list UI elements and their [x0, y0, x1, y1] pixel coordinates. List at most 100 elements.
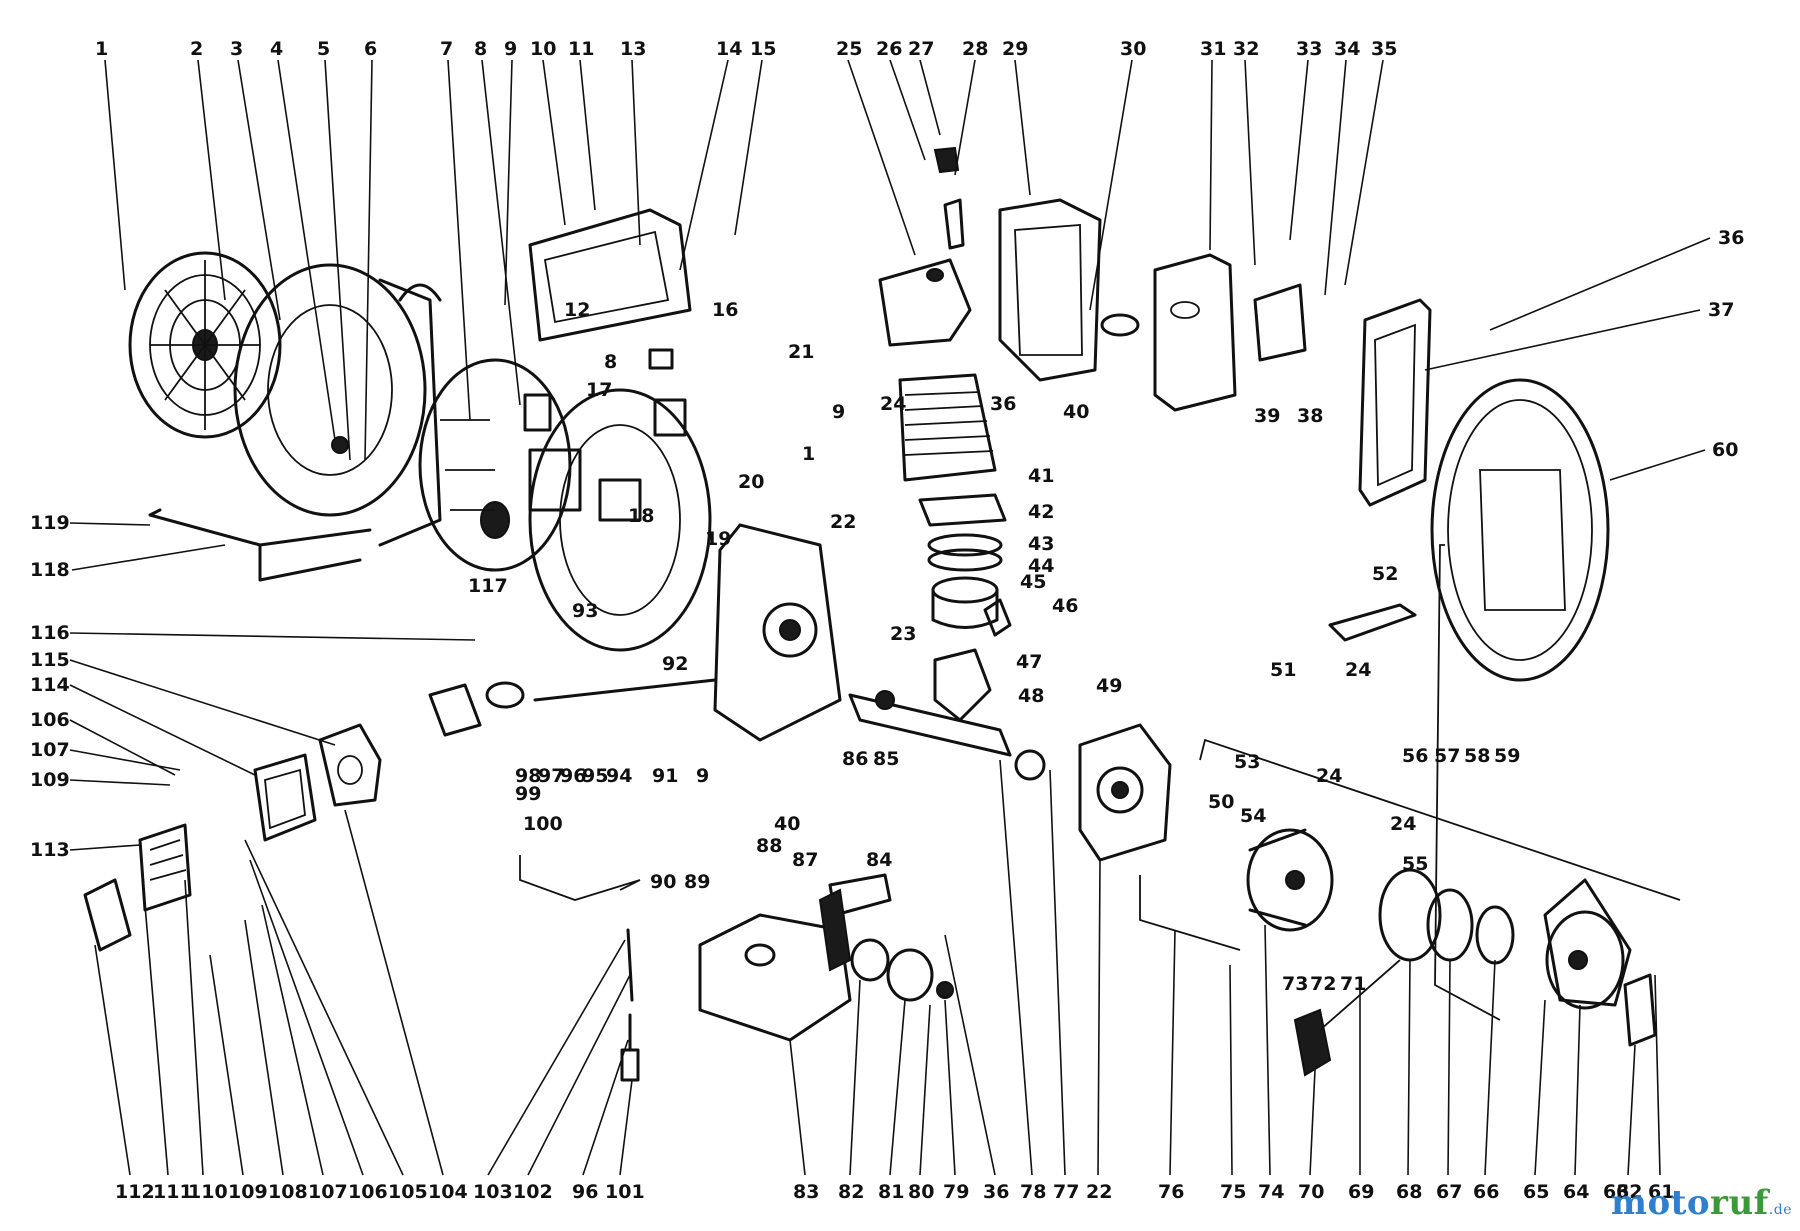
- callout-inner: 86: [842, 748, 868, 770]
- callout-inner: 19: [705, 528, 731, 550]
- callout-top: 8: [474, 38, 487, 60]
- callout-top: 2: [190, 38, 203, 60]
- part-flywheel: [1246, 828, 1334, 932]
- part-crankcase-half: [713, 523, 842, 742]
- part-frame-stand: [148, 508, 372, 582]
- callout-inner: 8: [604, 351, 617, 373]
- part-piston-rings: [927, 533, 1003, 572]
- callout-bottom: 74: [1258, 1181, 1284, 1203]
- callout-top: 25: [836, 38, 862, 60]
- callout-left: 114: [30, 674, 70, 696]
- callout-inner: 71: [1340, 973, 1366, 995]
- brand-name-accent: ruf: [1710, 1183, 1769, 1223]
- callout-inner: 45: [1020, 571, 1046, 593]
- callout-left: 107: [30, 739, 70, 761]
- brand-watermark: motoruf.de: [1611, 1183, 1792, 1223]
- part-muffler-guard: [1358, 298, 1432, 507]
- callout-left: 113: [30, 839, 70, 861]
- callout-bottom: 112: [115, 1181, 155, 1203]
- callout-bottom: 63: [1603, 1181, 1629, 1203]
- part-starter-housing: [1543, 878, 1632, 1010]
- callout-bottom: 110: [188, 1181, 228, 1203]
- callout-left: 106: [30, 709, 70, 731]
- callout-inner: 24: [880, 393, 906, 415]
- part-flywheel-cover: [1430, 378, 1610, 682]
- part-fuel-tank: [698, 873, 892, 1042]
- callout-bottom: 83: [793, 1181, 819, 1203]
- callout-top: 30: [1120, 38, 1146, 60]
- callout-inner: 57: [1434, 745, 1460, 767]
- callout-inner: 24: [1316, 765, 1342, 787]
- callout-inner: 39: [1254, 405, 1280, 427]
- callout-top: 32: [1233, 38, 1259, 60]
- callout-inner: 84: [866, 849, 892, 871]
- callout-inner: 97: [538, 765, 564, 787]
- callout-inner: 36: [990, 393, 1016, 415]
- part-air-filter-element: [138, 823, 192, 912]
- part-fan-guard-grille: [128, 251, 282, 439]
- brand-name-main: moto: [1610, 1183, 1711, 1223]
- callout-top: 9: [504, 38, 517, 60]
- callout-left: 109: [30, 769, 70, 791]
- callout-bottom: 77: [1053, 1181, 1079, 1203]
- callout-inner: 59: [1494, 745, 1520, 767]
- callout-left: 119: [30, 512, 70, 534]
- part-spark-plug: [933, 146, 965, 250]
- callout-top: 31: [1200, 38, 1226, 60]
- callout-inner: 95: [582, 765, 608, 787]
- callout-inner: 117: [468, 575, 508, 597]
- callout-inner: 21: [788, 341, 814, 363]
- callout-inner: 16: [712, 299, 738, 321]
- callout-bottom: 104: [428, 1181, 468, 1203]
- callout-inner: 23: [890, 623, 916, 645]
- callout-top: 34: [1334, 38, 1360, 60]
- callout-left: 116: [30, 622, 70, 644]
- callout-right: 60: [1712, 439, 1738, 461]
- callout-top: 3: [230, 38, 243, 60]
- part-handle-assembly: [523, 208, 692, 437]
- callout-inner: 9: [696, 765, 709, 787]
- callout-top: 26: [876, 38, 902, 60]
- part-muffler: [1100, 253, 1307, 412]
- callout-labels-inner: 12 16 8 21 9 17 1 24 36 40 39 38 41 42 4…: [468, 299, 1520, 995]
- callout-bottom: 65: [1523, 1181, 1549, 1203]
- callout-inner: 18: [628, 505, 654, 527]
- callout-inner: 49: [1096, 675, 1122, 697]
- callout-inner: 52: [1372, 563, 1398, 585]
- callout-bottom: 78: [1020, 1181, 1046, 1203]
- callout-bottom: 108: [268, 1181, 308, 1203]
- callout-bottom: 96: [572, 1181, 598, 1203]
- part-impeller: [418, 358, 572, 572]
- callout-bottom: 36: [983, 1181, 1009, 1203]
- part-blower-housing: [233, 263, 442, 547]
- callout-inner: 50: [1208, 791, 1234, 813]
- callout-inner: 40: [1063, 401, 1089, 423]
- callout-inner: 24: [1345, 659, 1371, 681]
- callout-top: 13: [620, 38, 646, 60]
- callout-top: 14: [716, 38, 742, 60]
- callout-inner: 40: [774, 813, 800, 835]
- part-crankshaft: [848, 648, 1046, 781]
- callout-inner: 43: [1028, 533, 1054, 555]
- callout-top: 7: [440, 38, 453, 60]
- callout-inner: 99: [515, 783, 541, 805]
- callout-bottom: 67: [1436, 1181, 1462, 1203]
- callout-bottom: 81: [878, 1181, 904, 1203]
- callout-inner: 55: [1402, 853, 1428, 875]
- part-cylinder-shroud: [878, 258, 972, 347]
- callout-inner: 98: [515, 765, 541, 787]
- callout-inner: 96: [560, 765, 586, 787]
- part-starter-handle: [1293, 959, 1401, 1077]
- callout-bottom: 22: [1086, 1181, 1112, 1203]
- callout-inner: 47: [1016, 651, 1042, 673]
- part-piston: [931, 576, 1012, 637]
- part-engine-cover: [998, 198, 1102, 382]
- callout-bottom: 64: [1563, 1181, 1589, 1203]
- callout-inner: 91: [652, 765, 678, 787]
- callout-inner: 56: [1402, 745, 1428, 767]
- part-intake-manifold: [428, 681, 525, 737]
- callout-inner: 73: [1282, 973, 1308, 995]
- callout-top: 28: [962, 38, 988, 60]
